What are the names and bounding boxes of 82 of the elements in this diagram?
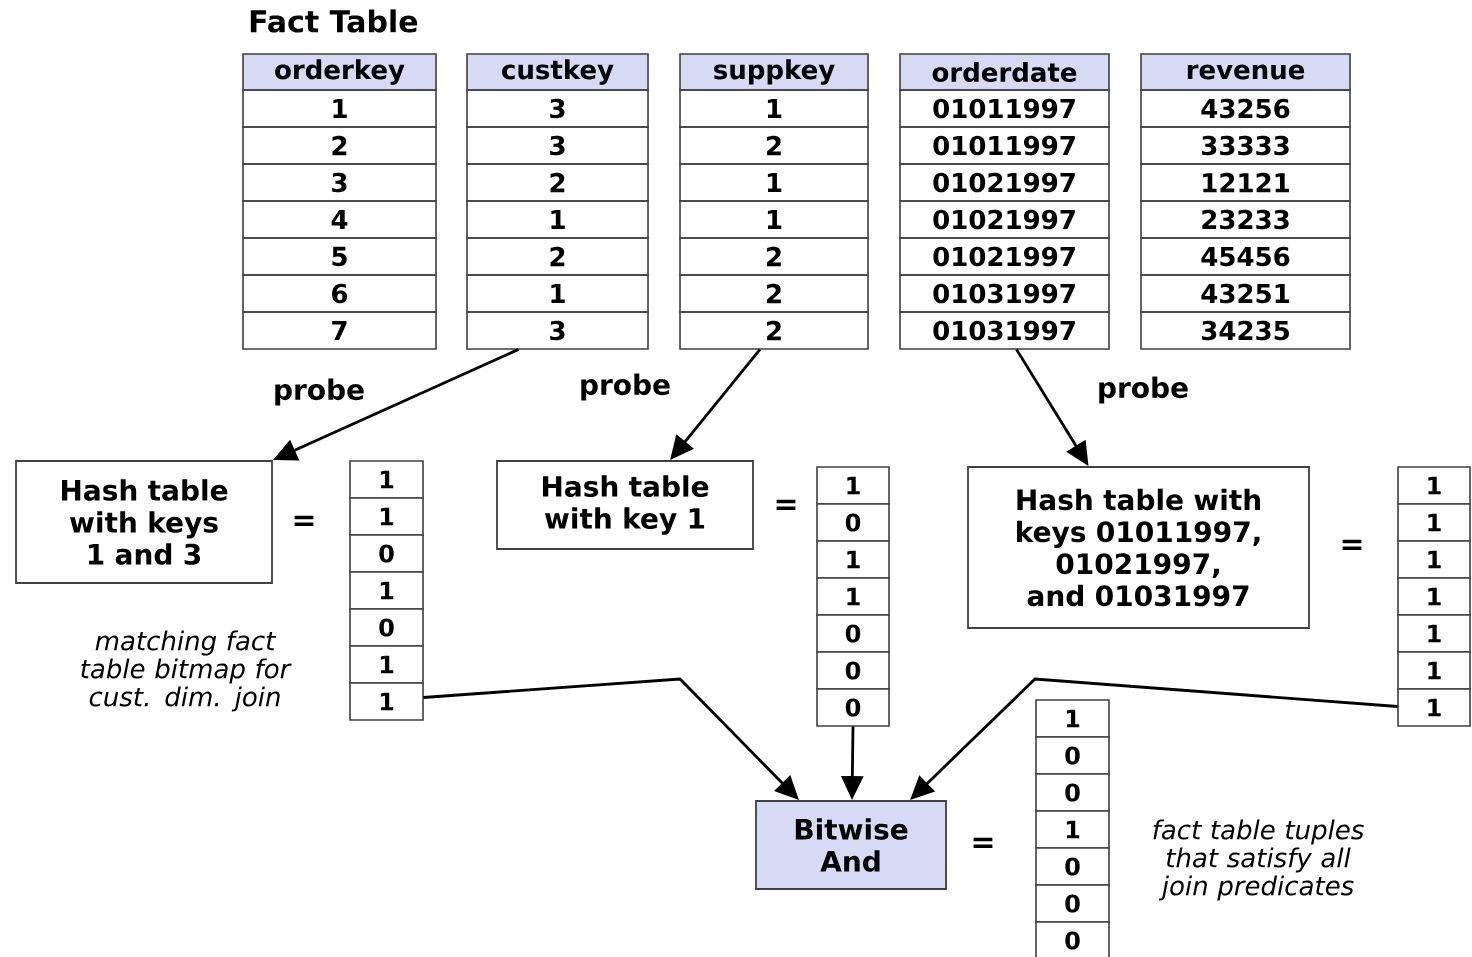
equals-sign: = [776, 499, 796, 510]
table-cell: 01031997 [899, 274, 1110, 313]
table-cell: 2 [242, 126, 437, 165]
title: Fact Table [250, 9, 418, 33]
column-header: suppkey [679, 53, 869, 91]
bitmap-cell: 1 [1397, 577, 1471, 616]
bitmap-cell: 0 [816, 503, 890, 542]
table-cell: 45456 [1140, 237, 1351, 276]
table-cell: 01011997 [899, 89, 1110, 128]
hash-table-box: Hash table with keys 1 and 3 [15, 460, 273, 584]
table-cell: 2 [679, 311, 869, 350]
bitmap-cell: 1 [349, 571, 424, 610]
bitmap-cell: 0 [1035, 847, 1110, 886]
bitmap-cell: 0 [349, 534, 424, 573]
bitmap-cell: 0 [1035, 736, 1110, 775]
table-cell: 7 [242, 311, 437, 350]
table-cell: 6 [242, 274, 437, 313]
node-label: fact table tuples that satisfy all join predicates [1153, 819, 1364, 901]
table-cell: 1 [466, 200, 649, 239]
table-cell: 01011997 [899, 126, 1110, 165]
table-cell: 1 [466, 274, 649, 313]
hash-table-box: Hash table with key 1 [496, 460, 754, 550]
bitmap-cell: 1 [1397, 540, 1471, 579]
column-header: orderkey [242, 53, 437, 91]
bitmap-cell: 1 [816, 577, 890, 616]
bitmap-cell: 1 [349, 645, 424, 684]
bitmap-cell: 1 [816, 466, 890, 505]
bitmap-cell: 0 [816, 614, 890, 653]
bitmap-cell: 0 [349, 608, 424, 647]
bitmap-cell: 0 [816, 688, 890, 727]
table-cell: 1 [679, 89, 869, 128]
table-cell: 4 [242, 200, 437, 239]
bitmap-cell: 0 [1035, 921, 1110, 957]
table-cell: 1 [679, 163, 869, 202]
table-cell: 34235 [1140, 311, 1351, 350]
column-header: orderdate [899, 53, 1110, 91]
table-cell: 01021997 [899, 163, 1110, 202]
bitmap-cell: 1 [349, 460, 424, 499]
bitmap-cell: 1 [1397, 503, 1471, 542]
bitmap-cell: 0 [1035, 884, 1110, 923]
operator-box: Bitwise And [755, 800, 947, 890]
bitmap-cell: 1 [349, 682, 424, 721]
bitmap-cell: 1 [1397, 466, 1471, 505]
bitmap-cell: 1 [1035, 810, 1110, 849]
hash-table-box: Hash table with keys 01011997, 01021997, and 01031997 [967, 466, 1310, 629]
table-cell: 23233 [1140, 200, 1351, 239]
bitmap-cell: 1 [1035, 699, 1110, 738]
table-cell: 2 [679, 237, 869, 276]
edge-label: probe [576, 371, 674, 403]
table-cell: 43251 [1140, 274, 1351, 313]
table-cell: 12121 [1140, 163, 1351, 202]
bitmap-cell: 0 [816, 651, 890, 690]
table-cell: 43256 [1140, 89, 1351, 128]
table-cell: 3 [466, 311, 649, 350]
bitmap-cell: 1 [1397, 688, 1471, 727]
bitmap-cell: 1 [1397, 651, 1471, 690]
table-cell: 01031997 [899, 311, 1110, 350]
equals-sign: = [294, 515, 314, 526]
bitmap-cell: 1 [816, 540, 890, 579]
table-cell: 01021997 [899, 200, 1110, 239]
bitmap-cell: 0 [1035, 773, 1110, 812]
equals-sign: = [973, 837, 993, 848]
table-cell: 5 [242, 237, 437, 276]
table-cell: 3 [242, 163, 437, 202]
equals-sign: = [1342, 539, 1362, 550]
edge-label: probe [270, 376, 368, 408]
edge-label: probe [1094, 374, 1192, 406]
table-cell: 01021997 [899, 237, 1110, 276]
table-cell: 3 [466, 89, 649, 128]
column-header: revenue [1140, 53, 1351, 91]
bitmap-cell: 1 [349, 497, 424, 536]
table-cell: 2 [679, 274, 869, 313]
table-cell: 2 [679, 126, 869, 165]
node-label: matching fact table bitmap for cust. dim. join [81, 630, 292, 712]
table-cell: 1 [242, 89, 437, 128]
table-cell: 33333 [1140, 126, 1351, 165]
bitmap-cell: 1 [1397, 614, 1471, 653]
table-cell: 1 [679, 200, 869, 239]
table-cell: 2 [466, 237, 649, 276]
column-header: custkey [466, 53, 649, 91]
table-cell: 2 [466, 163, 649, 202]
table-cell: 3 [466, 126, 649, 165]
